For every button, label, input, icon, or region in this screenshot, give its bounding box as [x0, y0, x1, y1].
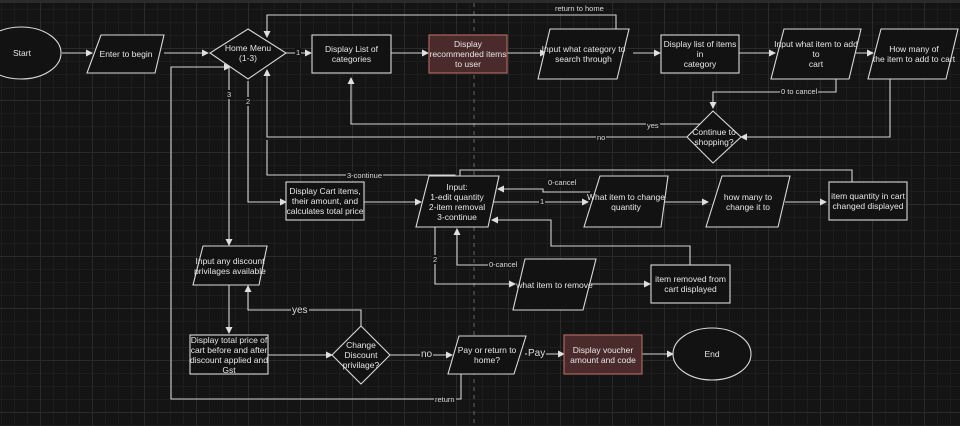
edge-label-edit-1: 1 — [539, 197, 546, 206]
node-cart-shape[interactable] — [285, 181, 365, 221]
node-categories-shape[interactable] — [311, 34, 392, 74]
edge-label-3-continue: 3-continue — [346, 171, 384, 180]
node-qtychanged-shape[interactable] — [828, 181, 908, 221]
node-enter-shape[interactable] — [86, 34, 165, 74]
edge-label-pay: Pay — [527, 348, 547, 359]
edge-pay-return[interactable] — [170, 63, 462, 400]
edge-label-menu-3: 3 — [226, 90, 233, 99]
edge-continue-no[interactable] — [263, 69, 688, 138]
edge-label-menu-1: 1 — [295, 48, 302, 57]
edge-howmany-continue[interactable] — [740, 79, 891, 141]
edge-cancel-to-continue[interactable] — [709, 79, 837, 109]
edge-label-return: return — [434, 395, 456, 404]
edge-home-cart[interactable] — [247, 81, 287, 206]
edge-label-cancel-remove: 0-cancel — [488, 260, 519, 269]
node-end-shape[interactable] — [672, 327, 752, 381]
node-pay-shape[interactable] — [447, 335, 527, 375]
node-howmany-shape[interactable] — [867, 28, 959, 80]
node-home-shape[interactable] — [208, 28, 288, 80]
node-changediscount-shape[interactable] — [331, 325, 391, 385]
edge-label-no-discount: no — [420, 349, 434, 360]
node-inputitem-shape[interactable] — [770, 28, 862, 80]
node-removeitem-shape[interactable] — [512, 258, 597, 311]
edge-return-to-home[interactable] — [263, 14, 617, 38]
edge-label-return-to-home: return to home — [554, 4, 605, 13]
nodes — [0, 26, 959, 385]
edge-label-zero-to-cancel: 0 to cancel — [780, 87, 819, 96]
edge-label-remove-2: 2 — [432, 255, 439, 264]
node-voucher-shape[interactable] — [563, 334, 643, 375]
edge-label-cancel-change: 0-cancel — [547, 178, 578, 187]
edge-label-no-continue: no — [596, 133, 607, 142]
node-discount-shape[interactable] — [192, 245, 268, 286]
node-howmanychange-shape[interactable] — [705, 175, 791, 228]
node-start-shape[interactable] — [0, 26, 62, 80]
edge-label-menu-2: 2 — [245, 97, 252, 106]
node-inputcategory-shape[interactable] — [537, 28, 630, 80]
node-recommended-shape[interactable] — [428, 34, 508, 74]
edge-change-cancel[interactable] — [497, 185, 590, 193]
node-changeitem-shape[interactable] — [583, 175, 669, 228]
edge-label-yes-continue: yes — [646, 121, 660, 130]
canvas-top-border — [0, 0, 960, 3]
edge-input-remove[interactable] — [434, 227, 516, 288]
node-items-shape[interactable] — [660, 34, 740, 74]
node-cartinput-shape[interactable] — [415, 175, 500, 228]
edge-removed-back[interactable] — [491, 216, 691, 265]
node-removed-shape[interactable] — [650, 264, 731, 304]
node-continue-shape[interactable] — [686, 110, 742, 164]
edge-label-yes-discount: yes — [291, 305, 309, 316]
node-total-shape[interactable] — [189, 334, 269, 375]
edge-continue-yes[interactable] — [347, 77, 700, 125]
